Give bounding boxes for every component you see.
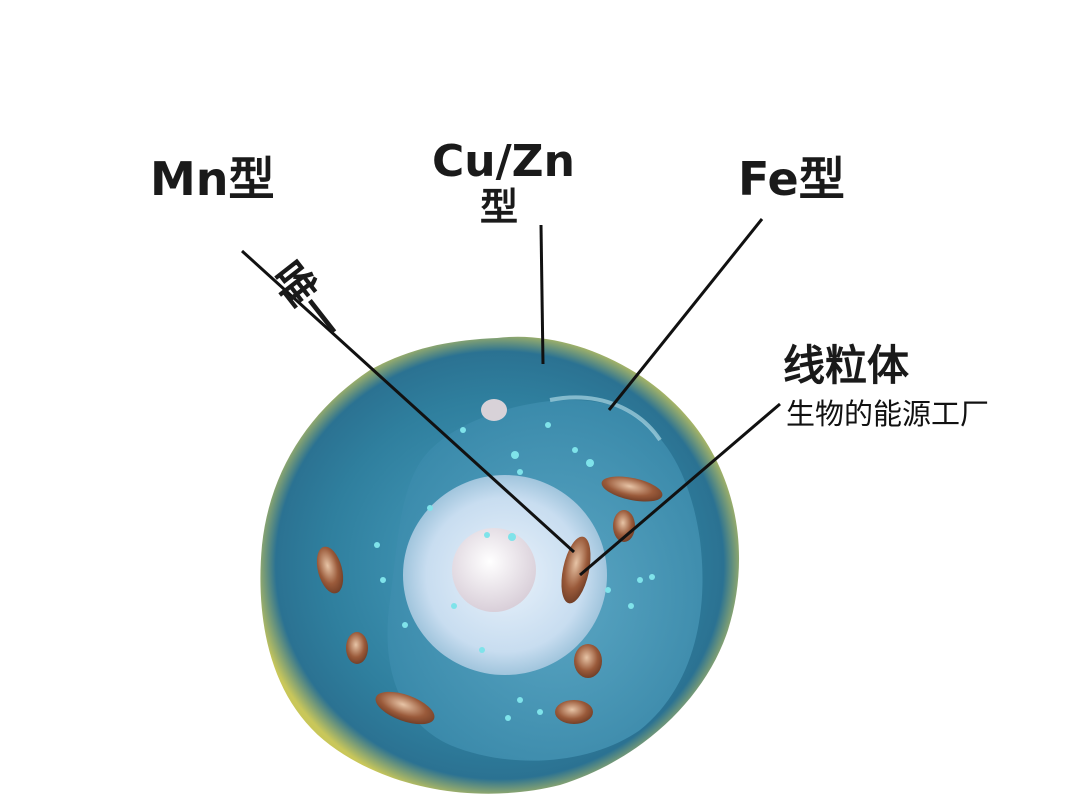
mitochondrion-target [561, 536, 591, 604]
leader-line-mitochondria [579, 402, 781, 577]
label-mitochondria: 线粒体 [783, 341, 910, 390]
mitochondrion [375, 691, 435, 725]
mitochondrion [601, 476, 663, 502]
cell-illustration [260, 336, 740, 794]
granules [374, 422, 655, 721]
leader-line-cuzn [539, 224, 545, 365]
endoplasmic-fold [549, 395, 662, 442]
label-mn-type: Mn型 [150, 152, 275, 206]
leader-line-fe [607, 218, 764, 411]
nucleolus [452, 528, 536, 612]
mitochondrion [555, 700, 593, 724]
vesicle [481, 399, 507, 421]
label-cuzn-type-suffix: 型 [480, 185, 519, 229]
mitochondrion [316, 546, 344, 594]
label-cuzn-type: Cu/Zn [432, 136, 575, 187]
label-fe-type: Fe型 [738, 152, 845, 206]
label-mitochondria-subtitle: 生物的能源工厂 [786, 397, 990, 431]
leader-line-mn [240, 249, 576, 554]
mitochondrion [574, 644, 602, 678]
mitochondrion [346, 632, 368, 664]
